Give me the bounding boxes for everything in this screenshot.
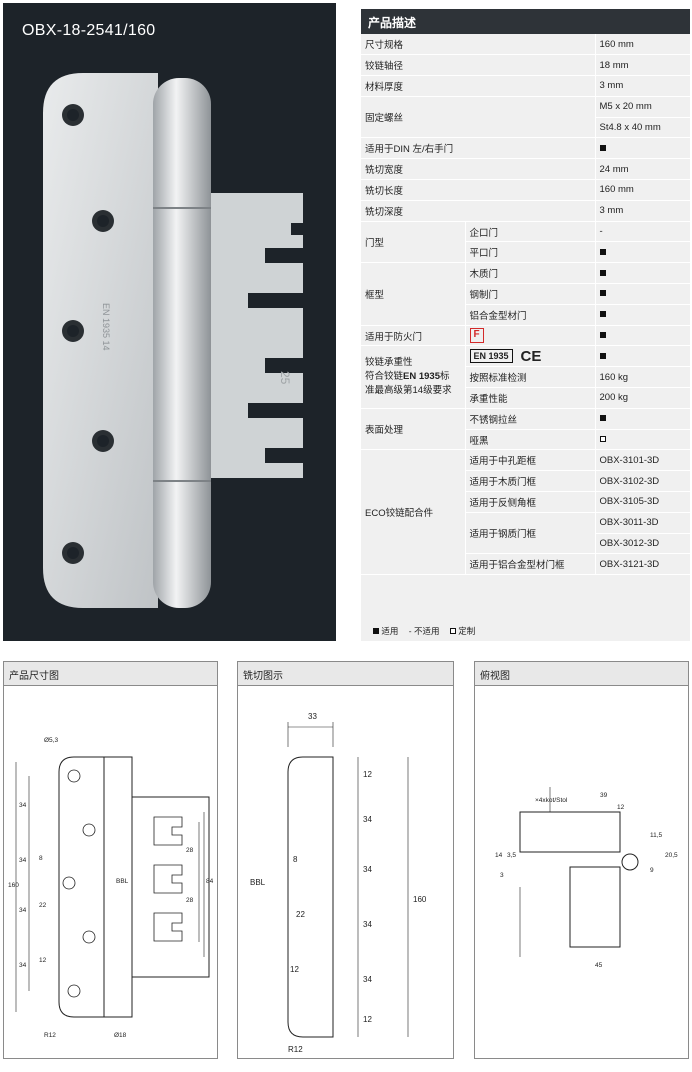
svg-text:39: 39: [600, 792, 608, 799]
legend: 适用 - 不适用 定制: [373, 625, 483, 637]
svg-text:160: 160: [8, 882, 19, 889]
svg-text:×4xkot/Stol: ×4xkot/Stol: [535, 797, 568, 804]
svg-text:34: 34: [19, 907, 27, 914]
svg-text:12: 12: [617, 804, 625, 811]
ce-mark: CE: [520, 347, 542, 365]
table-row: St4.8 x 40 mm: [361, 117, 690, 139]
svg-text:22: 22: [296, 910, 305, 919]
top-view-panel: 俯视图 39 12 14 3,5 3 11,5 9 20,5 45 ×4xkot…: [474, 661, 689, 1059]
svg-text:8: 8: [293, 855, 298, 864]
svg-text:22: 22: [39, 902, 47, 909]
table-row: 平口门: [361, 241, 690, 264]
svg-text:R12: R12: [44, 1032, 56, 1039]
svg-text:34: 34: [19, 857, 27, 864]
panel-title: 产品尺寸图: [4, 662, 217, 686]
svg-text:160: 160: [413, 895, 427, 904]
dimension-drawing: Ø5,3 34 34 34 34 8 22 12 160 BBL 28 28 8…: [8, 737, 214, 1039]
svg-text:9: 9: [650, 867, 654, 874]
panel-title: 铣切图示: [238, 662, 453, 686]
panel-title: 俯视图: [475, 662, 688, 686]
milling-drawing: 33 12 34 34 34 34 12 160 8 22 12 BBL R12: [250, 712, 427, 1054]
svg-text:12: 12: [363, 770, 372, 779]
top-view-drawing: 39 12 14 3,5 3 11,5 9 20,5 45 ×4xkot/Sto…: [495, 787, 678, 969]
svg-text:34: 34: [19, 962, 27, 969]
svg-text:8: 8: [39, 855, 43, 862]
svg-text:BBL: BBL: [116, 878, 129, 885]
spec-header: 产品描述: [361, 9, 690, 34]
svg-text:45: 45: [595, 962, 603, 969]
right-leaf: [203, 193, 303, 478]
screw-holes: [62, 104, 114, 564]
svg-text:34: 34: [363, 975, 372, 984]
product-photo: OBX-18-2541/160 EN 1935 14 25: [3, 3, 336, 641]
svg-text:12: 12: [290, 965, 299, 974]
leaf-engraving-2: 25: [278, 371, 292, 385]
left-leaf: [43, 73, 158, 608]
svg-text:34: 34: [363, 920, 372, 929]
dimension-panel: 产品尺寸图 Ø5,3 34 34 34 34 8 22 12 160 BBL 2…: [3, 661, 218, 1059]
svg-text:12: 12: [363, 1015, 372, 1024]
svg-text:3: 3: [500, 872, 504, 879]
table-row: 适用于DIN 左/右手门: [361, 137, 690, 160]
table-row: 钢制门: [361, 283, 690, 305]
svg-text:34: 34: [363, 865, 372, 874]
svg-text:11,5: 11,5: [650, 832, 663, 839]
hinge-image: EN 1935 14 25: [43, 73, 303, 608]
svg-text:33: 33: [308, 712, 317, 721]
svg-text:3,5: 3,5: [507, 852, 516, 859]
table-row: OBX-3012-3D: [361, 533, 690, 555]
svg-text:Ø5,3: Ø5,3: [44, 737, 58, 744]
svg-text:28: 28: [186, 897, 194, 904]
svg-text:BBL: BBL: [250, 878, 266, 887]
svg-text:28: 28: [186, 847, 194, 854]
table-row: 框型木质门: [361, 262, 690, 326]
table-row: 表面处理不锈钢拉丝: [361, 408, 690, 451]
svg-text:34: 34: [19, 802, 27, 809]
svg-text:20,5: 20,5: [665, 852, 678, 859]
svg-text:34: 34: [363, 815, 372, 824]
svg-text:Ø18: Ø18: [114, 1032, 127, 1039]
table-row: 门型企口门-: [361, 221, 690, 264]
milling-panel: 铣切图示 33 12 34 34 34 34 12 160 8 22 12 BB…: [237, 661, 454, 1059]
en1935-badge: EN 1935: [469, 348, 513, 363]
svg-text:R12: R12: [288, 1045, 303, 1054]
product-title: OBX-18-2541/160: [22, 22, 156, 39]
table-row: 铝合金型材门: [361, 304, 690, 326]
leaf-engraving: EN 1935 14: [101, 303, 111, 351]
svg-text:12: 12: [39, 957, 47, 964]
svg-text:84: 84: [206, 878, 214, 885]
table-row: 哑黑: [361, 429, 690, 451]
hinge-barrel: [153, 78, 211, 608]
fire-door-badge: F: [469, 328, 484, 344]
svg-text:14: 14: [495, 852, 503, 859]
